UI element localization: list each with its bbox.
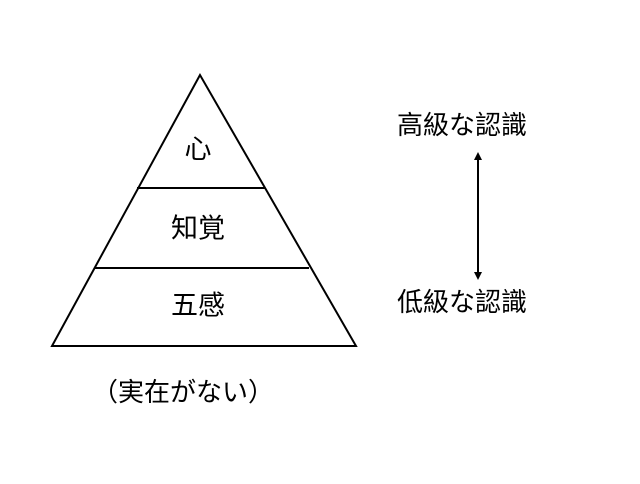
tier-label-bottom: 五感: [171, 290, 225, 322]
low-level-cognition-label: 低級な認識: [397, 288, 528, 318]
high-level-cognition-label: 高級な認識: [397, 111, 528, 141]
caption-no-reality: （実在がない）: [92, 378, 275, 408]
pyramid-outline: [50, 72, 358, 347]
tier-label-top: 心: [184, 134, 212, 166]
tier-label-middle: 知覚: [171, 213, 225, 245]
